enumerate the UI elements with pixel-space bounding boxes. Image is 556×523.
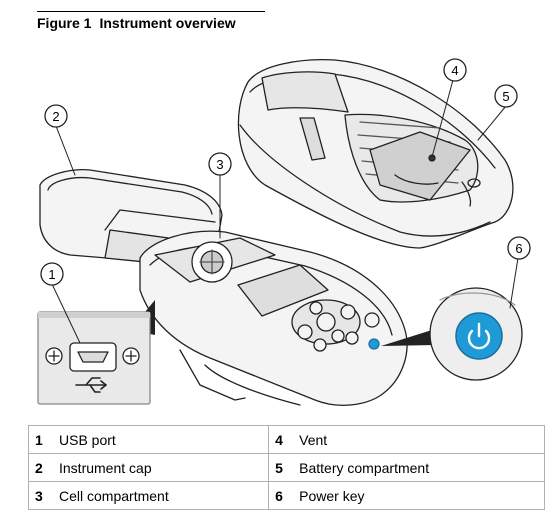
figure-number: Figure 1 [37, 15, 92, 31]
callout-1: 1 [40, 262, 64, 286]
legend-label: Instrument cap [53, 453, 270, 482]
legend-number: 5 [268, 453, 294, 482]
callout-leaders [51, 79, 519, 344]
svg-text:5: 5 [502, 89, 509, 104]
screw-icon [122, 347, 140, 365]
usb-port-inset [37, 300, 155, 405]
instrument-illustration: 2 3 4 5 6 1 [37, 58, 531, 406]
power-icon [467, 322, 491, 350]
callout-4: 4 [443, 58, 467, 82]
legend-number: 1 [28, 425, 53, 454]
title-rule [37, 11, 265, 12]
instrument-rear-view [237, 59, 514, 249]
figure-title: Figure 1 Instrument overview [37, 15, 236, 31]
svg-text:2: 2 [52, 109, 59, 124]
legend-row: 2 Instrument cap 5 Battery compartment [28, 453, 546, 482]
power-key-inset [381, 287, 523, 381]
figure-caption: Instrument overview [99, 15, 236, 31]
callout-6: 6 [507, 236, 531, 260]
legend-label: USB port [53, 425, 270, 454]
legend-number: 2 [28, 453, 53, 482]
legend-number: 6 [268, 481, 294, 510]
legend-number: 4 [268, 425, 294, 454]
screw-icon [45, 347, 63, 365]
usb-symbol-icon [75, 377, 107, 393]
legend-table: 1 USB port 4 Vent 2 Instrument cap 5 Bat… [28, 425, 546, 510]
legend-label: Vent [293, 425, 546, 454]
legend-row: 1 USB port 4 Vent [28, 425, 546, 454]
svg-text:3: 3 [216, 157, 223, 172]
svg-text:6: 6 [515, 241, 522, 256]
callout-5: 5 [494, 84, 518, 108]
legend-label: Battery compartment [293, 453, 546, 482]
legend-row: 3 Cell compartment 6 Power key [28, 481, 546, 510]
legend-number: 3 [28, 481, 53, 510]
legend-label: Cell compartment [53, 481, 270, 510]
callout-2: 2 [44, 104, 68, 128]
callout-3: 3 [208, 152, 232, 176]
instrument-front-view [139, 230, 408, 406]
svg-text:1: 1 [48, 267, 55, 282]
usb-port-icon [69, 342, 117, 372]
legend-label: Power key [293, 481, 546, 510]
svg-text:4: 4 [451, 63, 458, 78]
